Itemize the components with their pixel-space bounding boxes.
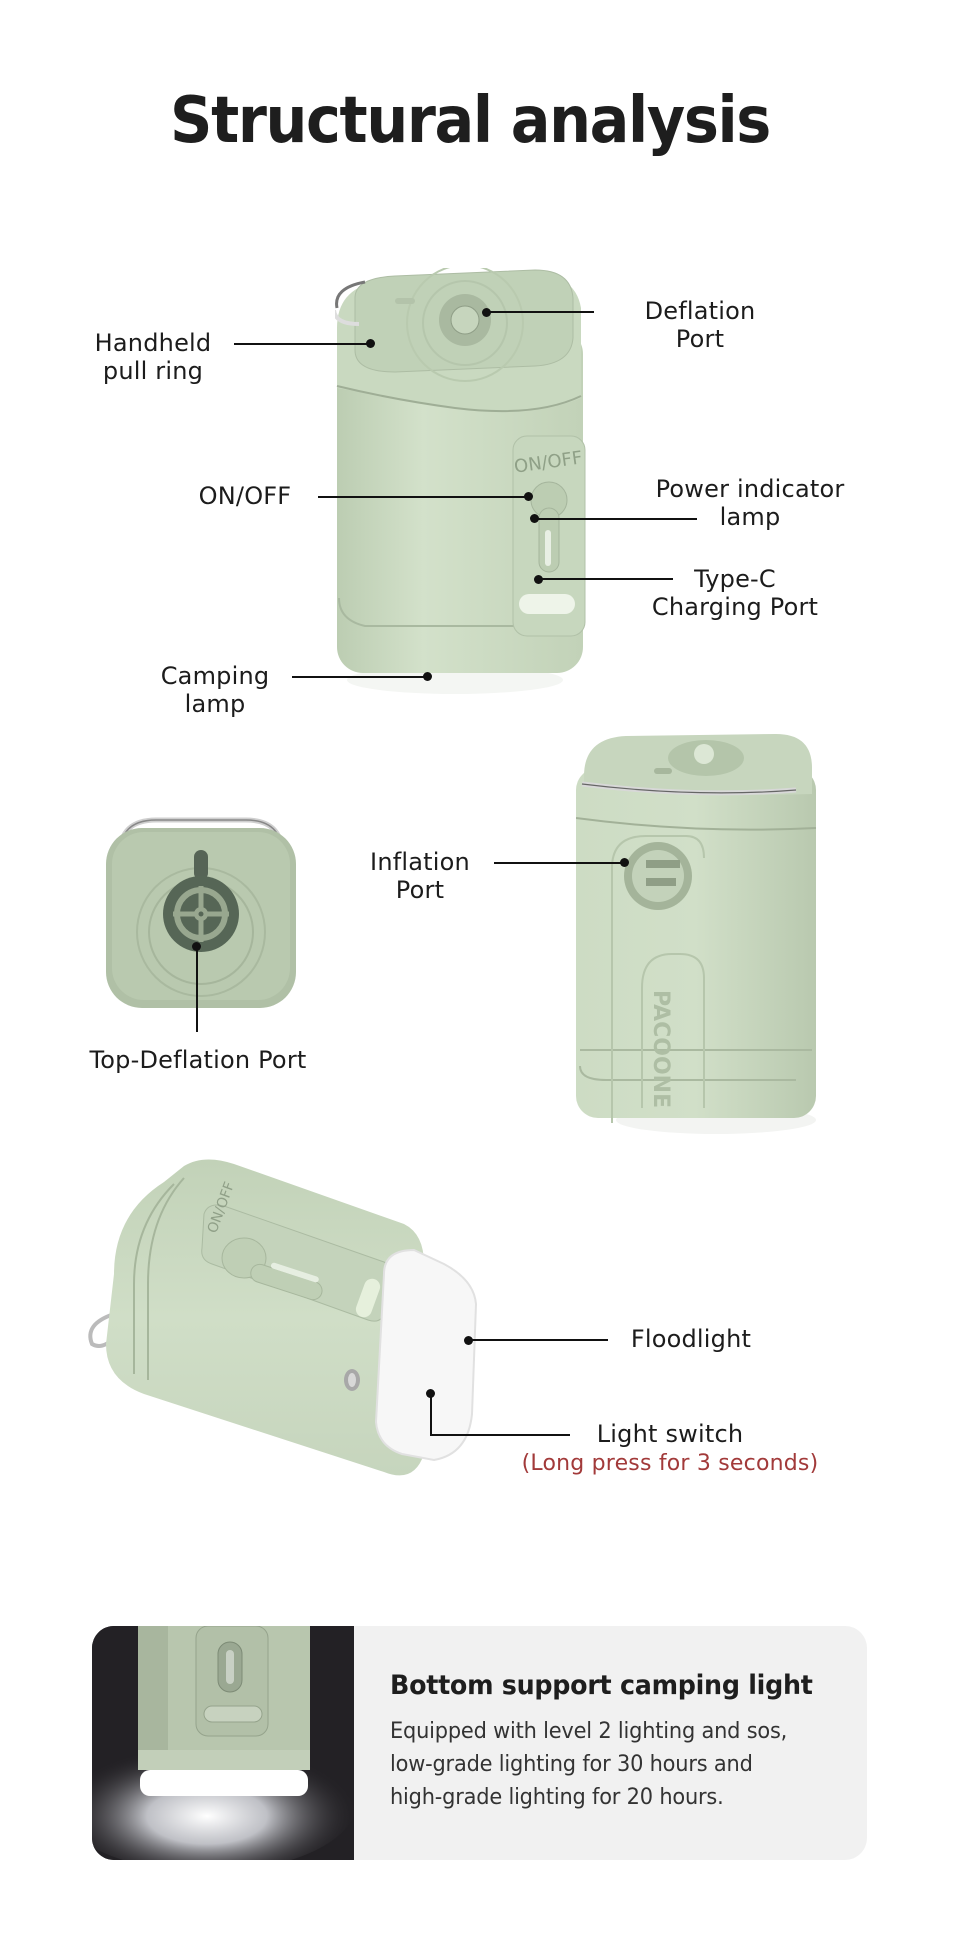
callout-top-deflation-port: Top-Deflation Port [89, 1046, 307, 1074]
air-pump-front-illustration: ON/OFF [332, 264, 586, 694]
callout-light-switch-note: (Long press for 3 seconds) [521, 1451, 819, 1476]
product-top-view [106, 814, 296, 1010]
callout-light-switch: Light switch [596, 1420, 744, 1448]
callout-dot [423, 672, 432, 681]
feature-card-title: Bottom support camping light [390, 1670, 813, 1701]
air-pump-horizontal-illustration: ON/OFF [88, 1159, 478, 1476]
leader-line [196, 946, 198, 1032]
camping-light-photo [92, 1626, 357, 1860]
leader-line [430, 1393, 432, 1435]
brand-marking: PACOONE [648, 990, 673, 1108]
callout-inflation-port: Inflation Port [370, 848, 470, 904]
leader-line [468, 1339, 608, 1341]
leader-line [535, 518, 697, 520]
product-front-view: ON/OFF [332, 264, 595, 698]
leader-line [494, 862, 624, 864]
callout-camping-lamp: Camping lamp [160, 662, 270, 718]
air-pump-side-illustration: PACOONE [575, 734, 817, 1134]
callout-dot [524, 492, 533, 501]
leader-line [430, 1434, 570, 1436]
leader-line [292, 676, 428, 678]
air-pump-top-illustration [106, 817, 296, 1008]
leader-line [486, 311, 594, 313]
product-horizontal-view: ON/OFF [84, 1154, 494, 1494]
camping-light-illustration [92, 1626, 357, 1860]
leader-line [318, 496, 528, 498]
feature-card: Bottom support camping light Equipped wi… [92, 1626, 867, 1860]
callout-type-c-charging-port: Type-C Charging Port [651, 565, 819, 621]
leader-line [538, 578, 673, 580]
callout-handheld-pull-ring: Handheld pull ring [94, 329, 212, 385]
callout-power-indicator-lamp: Power indicator lamp [655, 475, 845, 531]
page-title: Structural analysis [170, 84, 771, 158]
callout-dot [620, 858, 629, 867]
callout-dot [366, 339, 375, 348]
product-side-view: PACOONE [575, 728, 817, 1138]
leader-line [234, 343, 370, 345]
callout-dot [530, 514, 539, 523]
callout-deflation-port: Deflation Port [644, 297, 756, 353]
callout-floodlight: Floodlight [630, 1325, 752, 1353]
feature-card-text: Bottom support camping light Equipped wi… [354, 1626, 840, 1860]
feature-card-body: Equipped with level 2 lighting and sos, … [390, 1719, 788, 1810]
callout-on-off: ON/OFF [198, 482, 292, 510]
